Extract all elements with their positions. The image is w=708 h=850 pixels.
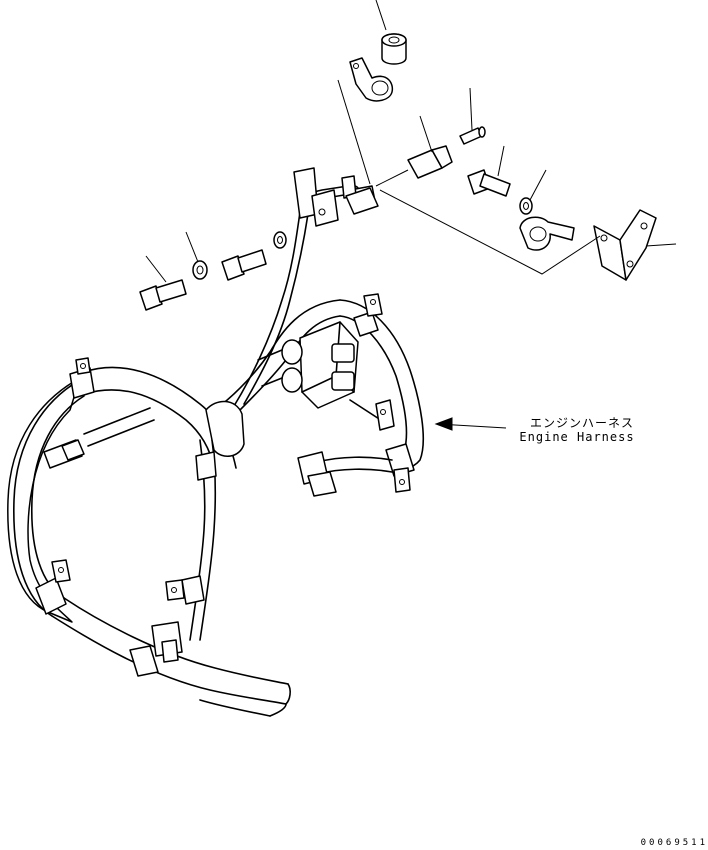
left-connector [43,407,155,469]
plug-connector [297,451,393,497]
engine-harness-label-en: Engine Harness [519,430,635,444]
lower-drop-cable [189,400,245,641]
relay-switch-block [257,321,391,427]
bolt-washer-left [139,231,287,311]
engine-harness-label-jp: エンジンハーネス [529,416,634,430]
leader-lines [145,0,677,431]
exploded-parts-right [345,33,657,281]
assembly-guide-lines [337,79,601,275]
harness-clamps [35,293,415,677]
drawing-number: 00069511 [640,838,708,848]
